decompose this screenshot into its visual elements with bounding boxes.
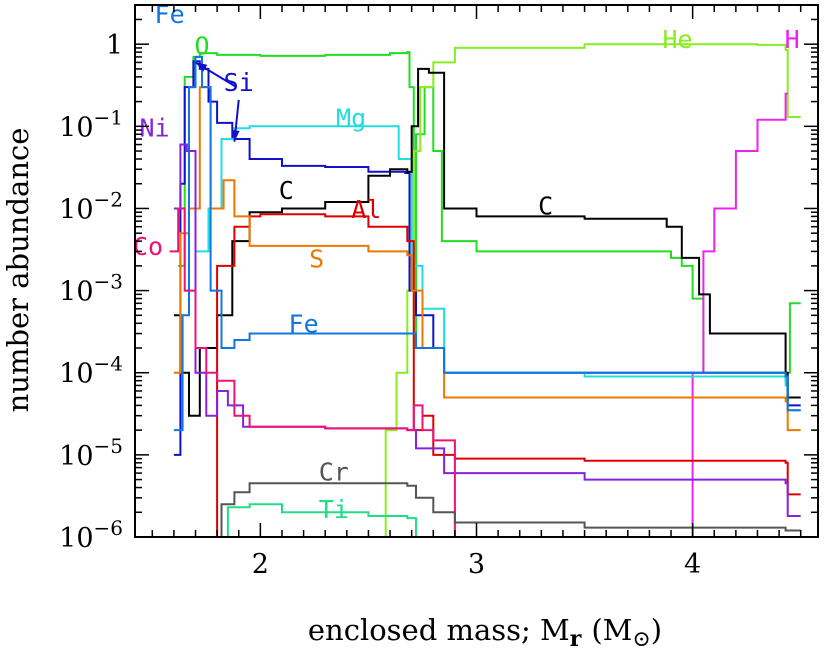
y-tick-base: 10 bbox=[59, 359, 93, 390]
y-tick-base: 1 bbox=[106, 30, 123, 61]
y-tick-exponent: −4 bbox=[94, 352, 123, 376]
x-axis-title-close: ) bbox=[651, 613, 662, 647]
y-tick-label-0.01: 10−2 bbox=[59, 187, 123, 225]
series-label-ni-11: Ni bbox=[139, 114, 169, 143]
series-line-he-1 bbox=[377, 43, 801, 537]
y-tick-exponent: −2 bbox=[94, 187, 123, 211]
series-line-fe-9 bbox=[173, 55, 801, 432]
series-label-al-7: Al bbox=[351, 195, 381, 224]
series-label-co-12: Co bbox=[133, 232, 163, 261]
y-tick-base: 10 bbox=[59, 194, 93, 225]
y-tick-label-0.000001: 10−6 bbox=[59, 516, 123, 554]
series-line-c-5 bbox=[173, 67, 801, 417]
y-axis-title: number abundance bbox=[1, 128, 35, 413]
series-line-s-8 bbox=[173, 86, 801, 432]
y-tick-exponent: −3 bbox=[94, 270, 123, 294]
y-tick-exponent: −6 bbox=[94, 516, 123, 540]
series-line-al-7 bbox=[206, 213, 801, 537]
series-line-mg-4 bbox=[184, 125, 801, 412]
x-axis-title-sub: r bbox=[570, 626, 582, 652]
series-label-mg-4: Mg bbox=[336, 103, 366, 132]
x-axis-title-unit: (M bbox=[591, 613, 632, 647]
x-tick-label-2: 2 bbox=[252, 549, 269, 580]
x-tick-label-3: 3 bbox=[468, 549, 485, 580]
series-label-c-6: C bbox=[538, 191, 553, 220]
series-line-ti-14 bbox=[212, 503, 417, 537]
x-axis-title: enclosed mass; Mr (M⊙) bbox=[308, 613, 662, 652]
series-line-co-12 bbox=[169, 207, 693, 537]
y-tick-base: 10 bbox=[59, 277, 93, 308]
y-tick-label-1: 1 bbox=[106, 30, 123, 61]
series-line-h-2 bbox=[573, 92, 788, 537]
y-tick-base: 10 bbox=[59, 112, 93, 143]
series-label-c-5: C bbox=[279, 176, 294, 205]
annotation-arrowhead-1 bbox=[231, 130, 240, 142]
y-tick-exponent: −1 bbox=[94, 105, 123, 129]
series-label-fe-10: Fe bbox=[289, 309, 319, 338]
y-tick-label-0.1: 10−1 bbox=[59, 105, 123, 143]
series-label-o-0: O bbox=[194, 32, 209, 61]
y-tick-exponent: −5 bbox=[94, 434, 123, 458]
y-tick-label-0.0001: 10−4 bbox=[59, 352, 123, 390]
series-line-si-3 bbox=[173, 60, 801, 456]
x-axis-title-main: enclosed mass; M bbox=[308, 613, 570, 647]
series-label-he-1: He bbox=[662, 25, 692, 54]
series-label-h-2: H bbox=[785, 25, 800, 54]
annotation-arrowhead-0 bbox=[195, 62, 208, 72]
y-tick-base: 10 bbox=[59, 441, 93, 472]
x-tick-label-4: 4 bbox=[684, 549, 701, 580]
chart-marks bbox=[169, 43, 801, 537]
series-label-cr-13: Cr bbox=[319, 457, 349, 486]
y-tick-label-0.00001: 10−5 bbox=[59, 434, 123, 472]
series-label-s-8: S bbox=[309, 245, 324, 274]
y-tick-label-0.001: 10−3 bbox=[59, 270, 123, 308]
x-axis-title-unit-symbol: ⊙ bbox=[632, 627, 650, 652]
y-tick-base: 10 bbox=[59, 523, 93, 554]
series-label-ti-14: Ti bbox=[319, 495, 349, 524]
series-line-cr-13 bbox=[212, 482, 801, 537]
